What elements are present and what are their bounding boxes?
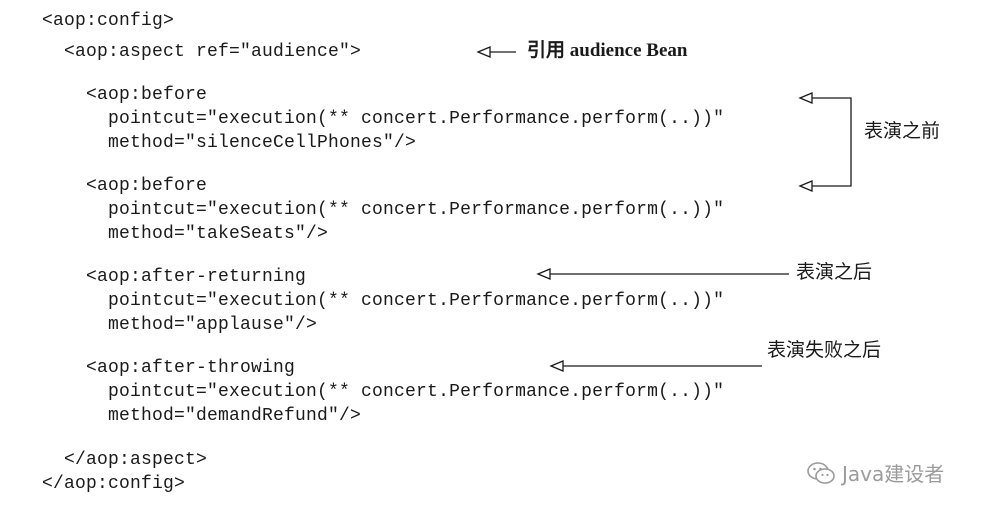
code-line-before-2: <aop:before: [42, 176, 208, 196]
code-line-method-4: method="demandRefund"/>: [42, 406, 362, 426]
watermark: Java建设者: [806, 458, 944, 487]
watermark-text: Java建设者: [842, 462, 945, 486]
annotation-before: 表演之前: [864, 121, 941, 142]
code-line-config-open: <aop:config>: [42, 11, 175, 31]
code-line-method-3: method="applause"/>: [42, 315, 318, 335]
code-line-pointcut-3: pointcut="execution(** concert.Performan…: [42, 291, 725, 311]
arrow-ref-audience: [476, 46, 516, 58]
code-line-after-throwing: <aop:after-throwing: [42, 358, 296, 378]
wechat-icon: [807, 461, 835, 484]
annotation-ref-audience: 引用 audience Bean: [527, 40, 688, 61]
code-line-aspect-open: <aop:aspect ref="audience">: [42, 42, 362, 62]
code-line-config-close: </aop:config>: [42, 474, 186, 494]
code-line-aspect-close: </aop:aspect>: [42, 450, 208, 470]
arrow-before-bracket: [798, 92, 852, 192]
code-line-method-1: method="silenceCellPhones"/>: [42, 133, 417, 153]
code-line-pointcut-4: pointcut="execution(** concert.Performan…: [42, 382, 725, 402]
code-line-method-2: method="takeSeats"/>: [42, 224, 329, 244]
code-line-before-1: <aop:before: [42, 85, 208, 105]
annotation-after-returning: 表演之后: [796, 262, 873, 283]
arrow-after-returning: [536, 268, 789, 280]
code-line-after-returning: <aop:after-returning: [42, 267, 307, 287]
annotation-after-throwing: 表演失败之后: [767, 340, 882, 361]
arrow-after-throwing: [549, 360, 762, 372]
code-line-pointcut-1: pointcut="execution(** concert.Performan…: [42, 109, 725, 129]
code-line-pointcut-2: pointcut="execution(** concert.Performan…: [42, 200, 725, 220]
